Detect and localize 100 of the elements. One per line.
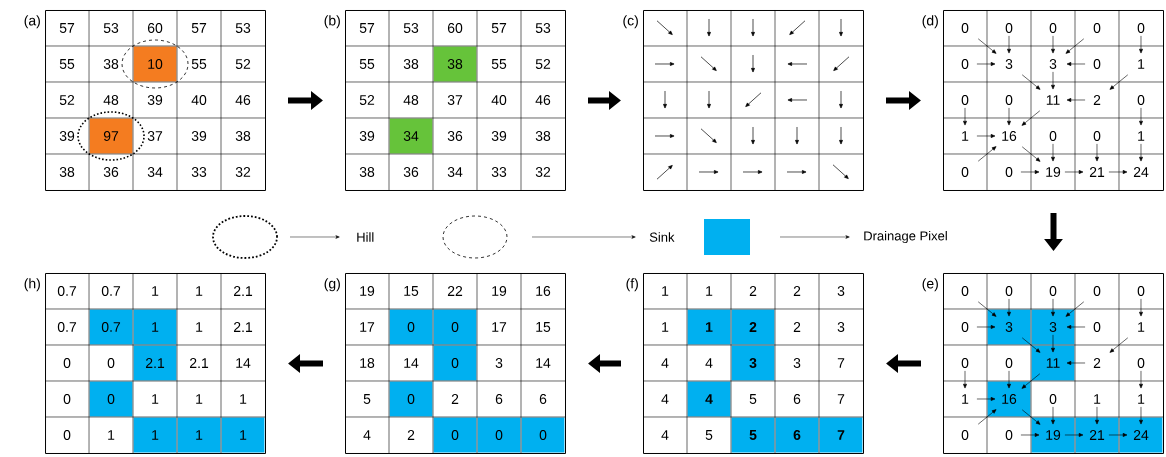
cell-value: 38 (59, 167, 75, 177)
cell-value: 48 (403, 95, 419, 105)
panel-label: (g) (324, 278, 340, 292)
cell-value: 0 (961, 23, 969, 33)
cell-value: 2 (793, 322, 801, 332)
cell-value: 1 (108, 430, 115, 440)
cell-value: 36 (447, 131, 463, 141)
cell-value: 1 (962, 394, 969, 404)
grid-panel (345, 10, 566, 191)
cell-value: 2 (1093, 95, 1101, 105)
cell-value: 0.7 (57, 286, 77, 296)
cell-value: 1 (196, 394, 203, 404)
cell-value: 53 (103, 23, 119, 33)
cell-value: 3 (837, 286, 845, 296)
highlighted-cell: 1 (133, 417, 177, 453)
cell-value: 39 (491, 131, 507, 141)
cell-value: 0 (961, 430, 969, 440)
cell-value: 17 (492, 322, 507, 332)
cell-value: 52 (535, 59, 551, 69)
cell-value: 0 (63, 358, 71, 368)
highlighted-cell: 0 (477, 417, 521, 453)
panel-label: (d) (922, 15, 938, 29)
cell-value: 17 (360, 322, 375, 332)
cell-value: 53 (535, 23, 551, 33)
highlighted-cell: 0 (433, 417, 477, 453)
panel-label: (c) (623, 15, 638, 29)
panel-label: (e) (922, 278, 938, 292)
cell-value: 0 (1005, 430, 1013, 440)
cell-value: 1 (962, 131, 969, 141)
cell-value: 4 (705, 358, 713, 368)
cell-value: 6 (793, 394, 801, 404)
cell-value: 46 (235, 95, 251, 105)
cell-value: 14 (404, 358, 419, 368)
legend-text: Drainage Pixel (864, 230, 947, 244)
grid-panel (45, 273, 266, 454)
cell-value: 0 (1093, 23, 1101, 33)
highlighted-cell: 3 (731, 345, 775, 381)
cell-value: 0 (1137, 358, 1145, 368)
cell-value: 2.1 (234, 286, 253, 296)
cell-value: 1 (706, 286, 713, 296)
cell-value: 0 (1005, 95, 1013, 105)
legend-text: Hill (357, 232, 374, 242)
cell-value: 53 (403, 23, 419, 33)
cell-value: 46 (535, 95, 551, 105)
cell-value: 4 (661, 394, 669, 404)
cell-value: 3 (1005, 59, 1013, 69)
grid-panel (643, 10, 864, 191)
cell-value: 38 (103, 59, 119, 69)
cell-value: 39 (359, 131, 375, 141)
panel-label: (b) (324, 15, 340, 29)
cell-value: 1 (240, 394, 247, 404)
cell-value: 55 (491, 59, 507, 69)
cell-value: 15 (536, 322, 551, 332)
cell-value: 0 (1093, 322, 1101, 332)
cell-value: 1 (1138, 322, 1145, 332)
cell-value: 36 (103, 167, 119, 177)
cell-value: 0 (1137, 95, 1145, 105)
cell-value: 21 (1089, 167, 1105, 177)
cell-value: 5 (749, 394, 757, 404)
cell-value: 57 (359, 23, 375, 33)
highlighted-cell: 0.7 (89, 309, 133, 345)
cell-value: 38 (359, 167, 375, 177)
highlighted-cell: 10 (133, 46, 177, 82)
cell-value: 55 (59, 59, 75, 69)
legend-text: Sink (649, 232, 675, 242)
cell-value: 19 (1046, 167, 1061, 177)
highlighted-cell: 0 (389, 381, 433, 417)
highlighted-cell: 38 (433, 46, 477, 82)
highlighted-cell: 0 (89, 381, 133, 417)
highlighted-cell: 1 (133, 309, 177, 345)
highlighted-cell: 1 (687, 309, 731, 345)
grid-panel (943, 10, 1164, 191)
cell-value: 19 (360, 286, 375, 296)
cell-value: 52 (359, 95, 375, 105)
highlighted-cell: 0 (433, 309, 477, 345)
cell-value: 0 (961, 167, 969, 177)
cell-value: 11 (1046, 95, 1060, 105)
cell-value: 0 (1005, 167, 1013, 177)
cell-value: 1 (152, 286, 159, 296)
grid-panel (643, 273, 864, 454)
cell-value: 0 (961, 322, 969, 332)
cell-value: 57 (191, 23, 207, 33)
cell-value: 1 (1138, 59, 1145, 69)
cell-value: 5 (705, 430, 713, 440)
cell-value: 1 (1138, 394, 1145, 404)
cell-value: 3 (837, 322, 845, 332)
cell-value: 60 (147, 23, 163, 33)
cell-value: 33 (191, 167, 207, 177)
cell-value: 6 (539, 394, 547, 404)
cell-value: 0 (1093, 286, 1101, 296)
cell-value: 39 (59, 131, 75, 141)
cell-value: 0 (1137, 286, 1145, 296)
highlighted-cell: 1 (177, 417, 221, 453)
cell-value: 0 (1049, 286, 1057, 296)
cell-value: 7 (837, 358, 845, 368)
cell-value: 0 (1093, 131, 1101, 141)
cell-value: 4 (661, 358, 669, 368)
cell-value: 1 (196, 322, 203, 332)
cell-value: 32 (235, 167, 251, 177)
cell-value: 4 (661, 430, 669, 440)
